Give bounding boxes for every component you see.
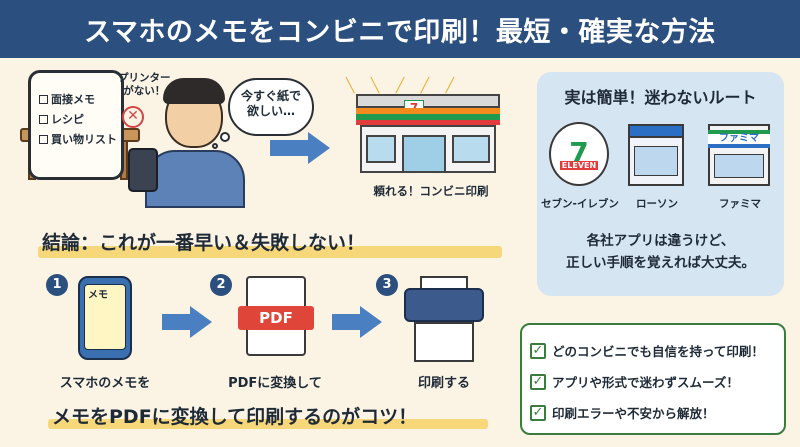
person-body [145, 150, 245, 208]
store-window [452, 135, 490, 163]
arrow-right-icon [332, 314, 362, 330]
store-name-lawson: ローソン [636, 198, 678, 210]
store-door [402, 135, 446, 173]
thought-dot [220, 132, 230, 142]
checkbox-icon [39, 114, 48, 124]
store-stripe [356, 108, 500, 114]
conclusion-highlight [38, 246, 502, 258]
memo-item: 面接メモ [39, 91, 115, 107]
lawson-window [634, 146, 678, 176]
famima-window [714, 154, 764, 178]
arrow-head [360, 306, 382, 338]
handheld-phone-icon [128, 148, 158, 192]
store-stripe [356, 120, 500, 125]
checkmark-icon: ✓ [530, 342, 546, 359]
bottom-message: メモをPDFに変換して印刷するのがコツ！ [52, 406, 418, 428]
no-printer-x-icon: ✕ [122, 106, 144, 128]
checklist-text: アプリや形式で迷わずスムーズ！ [552, 375, 739, 390]
pdf-label: PDF [238, 306, 314, 330]
arrow-head [190, 306, 212, 338]
route-title: 実は簡単！迷わないルート [564, 88, 757, 107]
memo-screen-label: メモ [88, 290, 108, 301]
store-stripe [356, 114, 500, 120]
printer-icon [404, 288, 484, 322]
step-caption: 印刷する [417, 376, 470, 391]
checkmark-icon: ✓ [530, 404, 546, 421]
step-number: 2 [210, 274, 232, 296]
checklist-item: ✓ どのコンビニでも自信を持って印刷！ [530, 335, 776, 366]
thought-bubble: 今すぐ紙で 欲しい… [228, 78, 314, 136]
checklist-item: ✓ 印刷エラーや不安から解放！ [530, 397, 776, 428]
memo-item-label: 面接メモ [51, 93, 95, 106]
store-name-famima: ファミマ [719, 198, 761, 210]
store-roof [356, 94, 500, 108]
arrow-head [308, 132, 330, 164]
lawson-sign [628, 124, 684, 138]
no-printer-label: プリンター がない！ [118, 72, 171, 97]
checkbox-icon [39, 94, 48, 104]
checklist-text: 印刷エラーや不安から解放！ [552, 406, 715, 421]
memo-item: レシピ [39, 111, 115, 127]
checkbox-icon [39, 134, 48, 144]
conclusion-heading: 結論：これが一番早い＆失敗しない！ [42, 232, 366, 254]
famima-sign: ファミマ [708, 130, 770, 148]
checkmark-icon: ✓ [530, 373, 546, 390]
bottom-highlight [48, 419, 488, 429]
benefits-checklist: ✓ どのコンビニでも自信を持って印刷！ ✓ アプリや形式で迷わずスムーズ！ ✓ … [520, 323, 786, 435]
arrow-right-icon [162, 314, 192, 330]
seven-eleven-logo: 7 ELEVEN [549, 122, 609, 186]
checklist-item: ✓ アプリや形式で迷わずスムーズ！ [530, 366, 776, 397]
arrow-right-icon [270, 140, 310, 156]
store-name-seven-eleven: セブン-イレブン [541, 198, 619, 210]
store-window [366, 135, 396, 163]
store-caption: 頼れる！コンビニ印刷 [373, 184, 489, 198]
checklist-text: どのコンビニでも自信を持って印刷！ [552, 344, 764, 359]
thought-dot [212, 143, 218, 149]
printed-page [414, 322, 474, 362]
step-caption: PDFに変換して [228, 376, 322, 391]
step-number: 1 [46, 274, 68, 296]
page-title: スマホのメモをコンビニで印刷！最短・確実な方法 [0, 0, 800, 58]
step-caption: スマホのメモを [59, 376, 151, 391]
memo-item: 買い物リスト [39, 131, 117, 147]
memo-screen: メモ [84, 284, 126, 350]
memo-item-label: レシピ [51, 113, 84, 126]
person-hair [163, 78, 225, 104]
seven-eleven-logo-number: 7 [569, 135, 589, 169]
shine-rays-icon: ╲ ╲ ╱ ╱ ╱ [346, 78, 460, 94]
memo-phone-illustration: 面接メモ レシピ 買い物リスト [28, 70, 124, 180]
memo-item-label: 買い物リスト [51, 133, 117, 146]
route-note: 各社アプリは違うけど、 正しい手順を覚えれば大丈夫。 [566, 233, 755, 271]
step-number: 3 [376, 274, 398, 296]
seven-eleven-logo-text: ELEVEN [559, 160, 599, 170]
